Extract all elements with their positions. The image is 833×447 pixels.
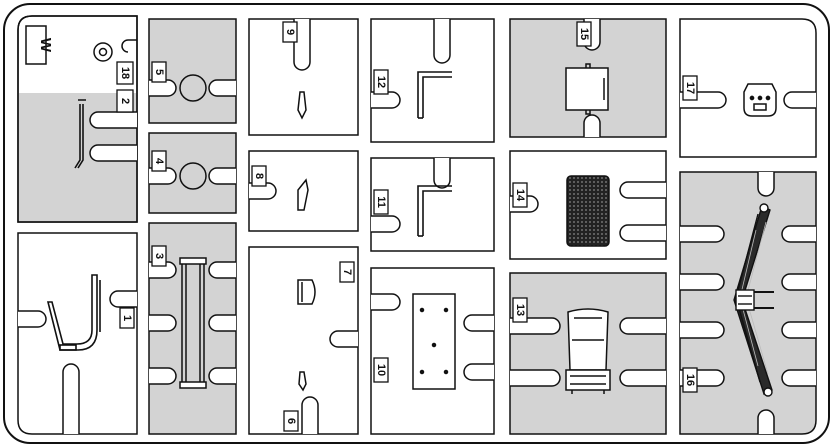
part-label-17: 17: [682, 75, 698, 101]
part-number-6: 6: [285, 418, 297, 424]
part-label-14: 14: [512, 182, 528, 208]
part-number-11: 11: [375, 196, 387, 208]
part-17-shape: [743, 83, 777, 117]
part-number-3: 3: [153, 253, 165, 259]
part-number-14: 14: [514, 189, 526, 202]
part-3-shape: [179, 257, 207, 389]
part-label-13: 13: [512, 297, 528, 323]
part-number-2: 2: [119, 98, 131, 104]
part-label-10: 10: [373, 357, 389, 383]
part-label-2: 2: [116, 89, 134, 113]
part-label-11: 11: [373, 189, 389, 215]
cell-4: [148, 132, 237, 214]
part-number-5: 5: [153, 69, 165, 75]
part-1-shape: [46, 274, 101, 351]
part-number-16: 16: [684, 374, 696, 386]
cell-11: [370, 157, 495, 252]
part-number-4: 4: [153, 158, 165, 165]
part-number-15: 15: [578, 28, 590, 40]
part-10-shape: [412, 293, 456, 390]
part-number-17: 17: [684, 82, 696, 94]
part-number-10: 10: [375, 364, 387, 376]
part-label-16: 16: [682, 367, 698, 393]
part-12-shape: [417, 71, 452, 119]
part-label-5: 5: [151, 61, 167, 83]
cell-w: [17, 15, 138, 223]
part-label-8: 8: [251, 165, 267, 187]
cell-1: [17, 232, 138, 435]
part-number-9: 9: [284, 29, 296, 35]
part-number-13: 13: [514, 304, 526, 316]
part-label-7: 7: [339, 261, 355, 283]
part-label-12: 12: [373, 69, 389, 95]
part-14-shape: [566, 175, 610, 247]
part-label-15: 15: [576, 21, 592, 47]
part-7-shape: [297, 279, 316, 305]
part-8-shape: [297, 178, 309, 211]
part-number-18: 18: [119, 67, 131, 79]
part-label-1: 1: [119, 307, 135, 329]
part-label-4: 4: [151, 150, 167, 172]
part-13-shape: [565, 308, 611, 394]
part-label-6: 6: [283, 410, 299, 432]
part-15-shape: [565, 63, 609, 115]
part-11-shape: [417, 185, 452, 237]
part-9-shape: [297, 91, 307, 120]
part-16-shape: [733, 203, 774, 397]
part-label-9: 9: [282, 21, 298, 43]
sprue-letter-box: [25, 25, 47, 65]
cell-9: [248, 18, 359, 136]
part-2-shape: [74, 99, 86, 169]
part-18-shape: [93, 42, 113, 62]
part-6-shape: [298, 371, 307, 392]
sprue-letter: W: [37, 38, 54, 53]
part-number-7: 7: [341, 269, 353, 275]
part-number-12: 12: [375, 76, 387, 88]
part-number-8: 8: [253, 173, 265, 179]
cell-12: [370, 18, 495, 143]
part-label-18: 18: [116, 61, 134, 85]
part-label-3: 3: [151, 245, 167, 267]
part-number-1: 1: [121, 315, 133, 321]
